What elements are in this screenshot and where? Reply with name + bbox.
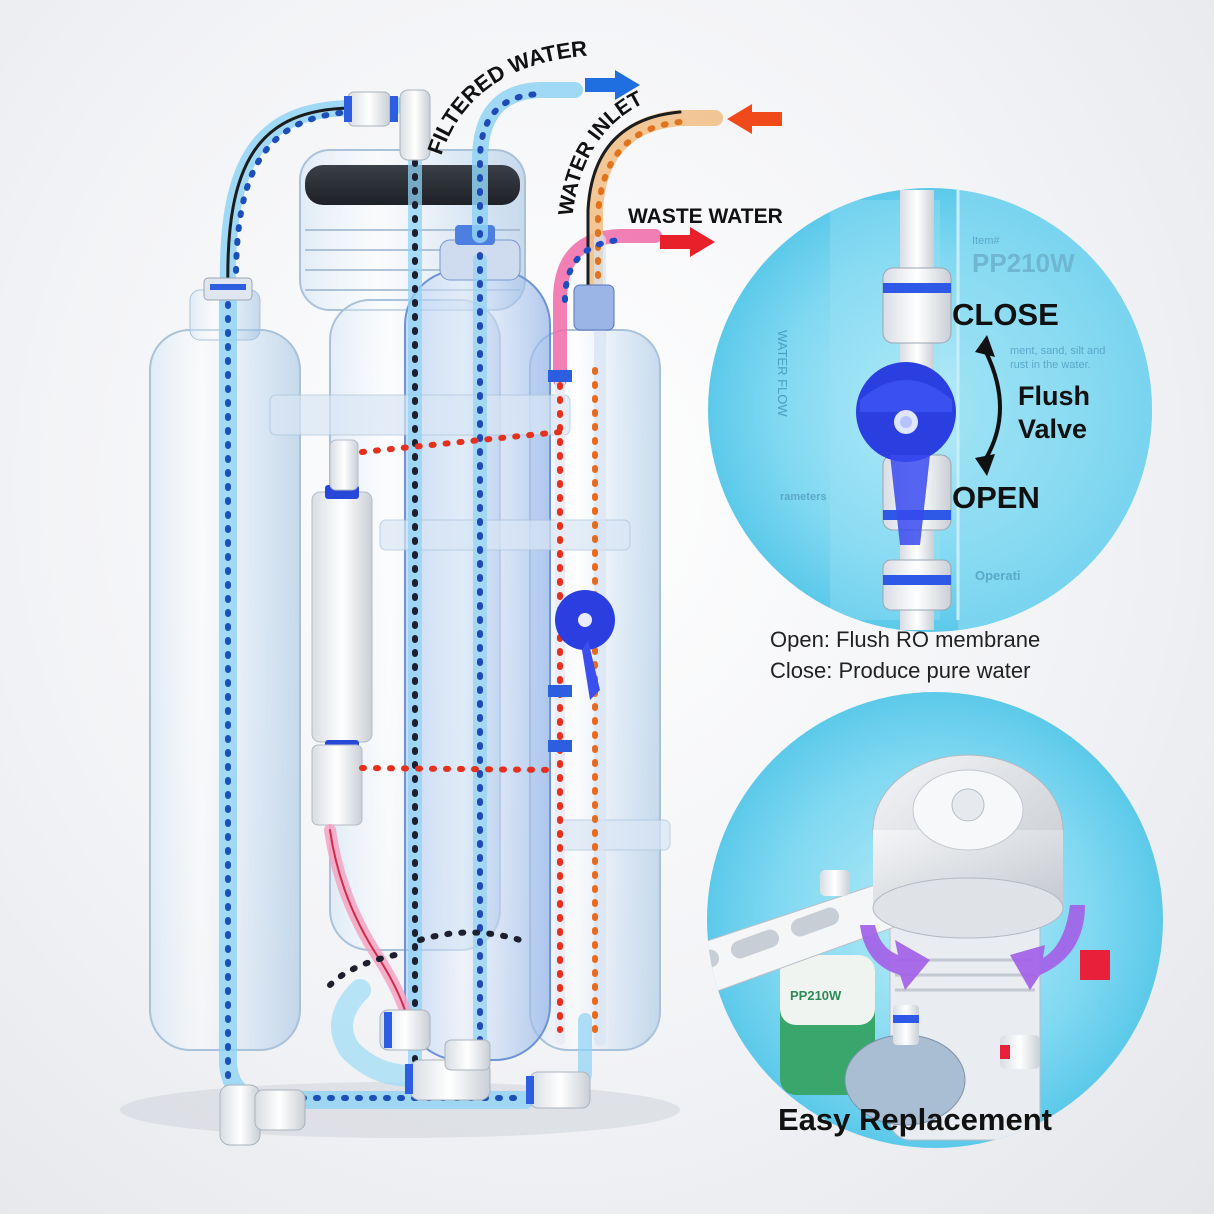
bg-note-line2: rust in the water. [1010, 359, 1091, 371]
fitting-bottom-tee [405, 1039, 491, 1101]
bg-item-label: Item# [972, 235, 1000, 247]
filter-model-label: PP210W [790, 988, 842, 1003]
inlet-arrow [727, 104, 782, 134]
bg-water-flow: WATER FLOW [775, 330, 790, 417]
flush-valve-panel: Item# PP210W ment, sand, silt and rust i… [708, 188, 1152, 632]
bg-operation: Operati [975, 568, 1021, 583]
waste-arrow [660, 227, 715, 257]
post-filter [311, 439, 373, 826]
bg-note-line1: ment, sand, silt and [1010, 345, 1105, 357]
open-label: OPEN [952, 480, 1040, 515]
waste-water-label: WASTE WATER [628, 205, 783, 228]
valve-caption: Open: Flush RO membrane Close: Produce p… [770, 624, 1040, 686]
ro-system [120, 82, 723, 1146]
flush-valve-small [555, 590, 615, 700]
flush-label: Flush [1018, 381, 1090, 411]
caption-close: Close: Produce pure water [770, 658, 1031, 683]
easy-replacement-title: Easy Replacement [778, 1102, 1052, 1137]
valve-label: Valve [1018, 414, 1087, 444]
tube-fittings [203, 89, 615, 1146]
bg-model-label: PP210W [972, 248, 1075, 278]
fitting-bottom-right [526, 1071, 591, 1109]
bg-parameters: rameters [780, 491, 826, 503]
filtered-arrow [585, 70, 640, 100]
close-label: CLOSE [952, 297, 1059, 332]
replacement-panel: PP210W [707, 692, 1163, 1148]
fitting-top-left [344, 91, 398, 127]
caption-open: Open: Flush RO membrane [770, 627, 1041, 652]
fitting-bottom-elbow [219, 1084, 306, 1146]
